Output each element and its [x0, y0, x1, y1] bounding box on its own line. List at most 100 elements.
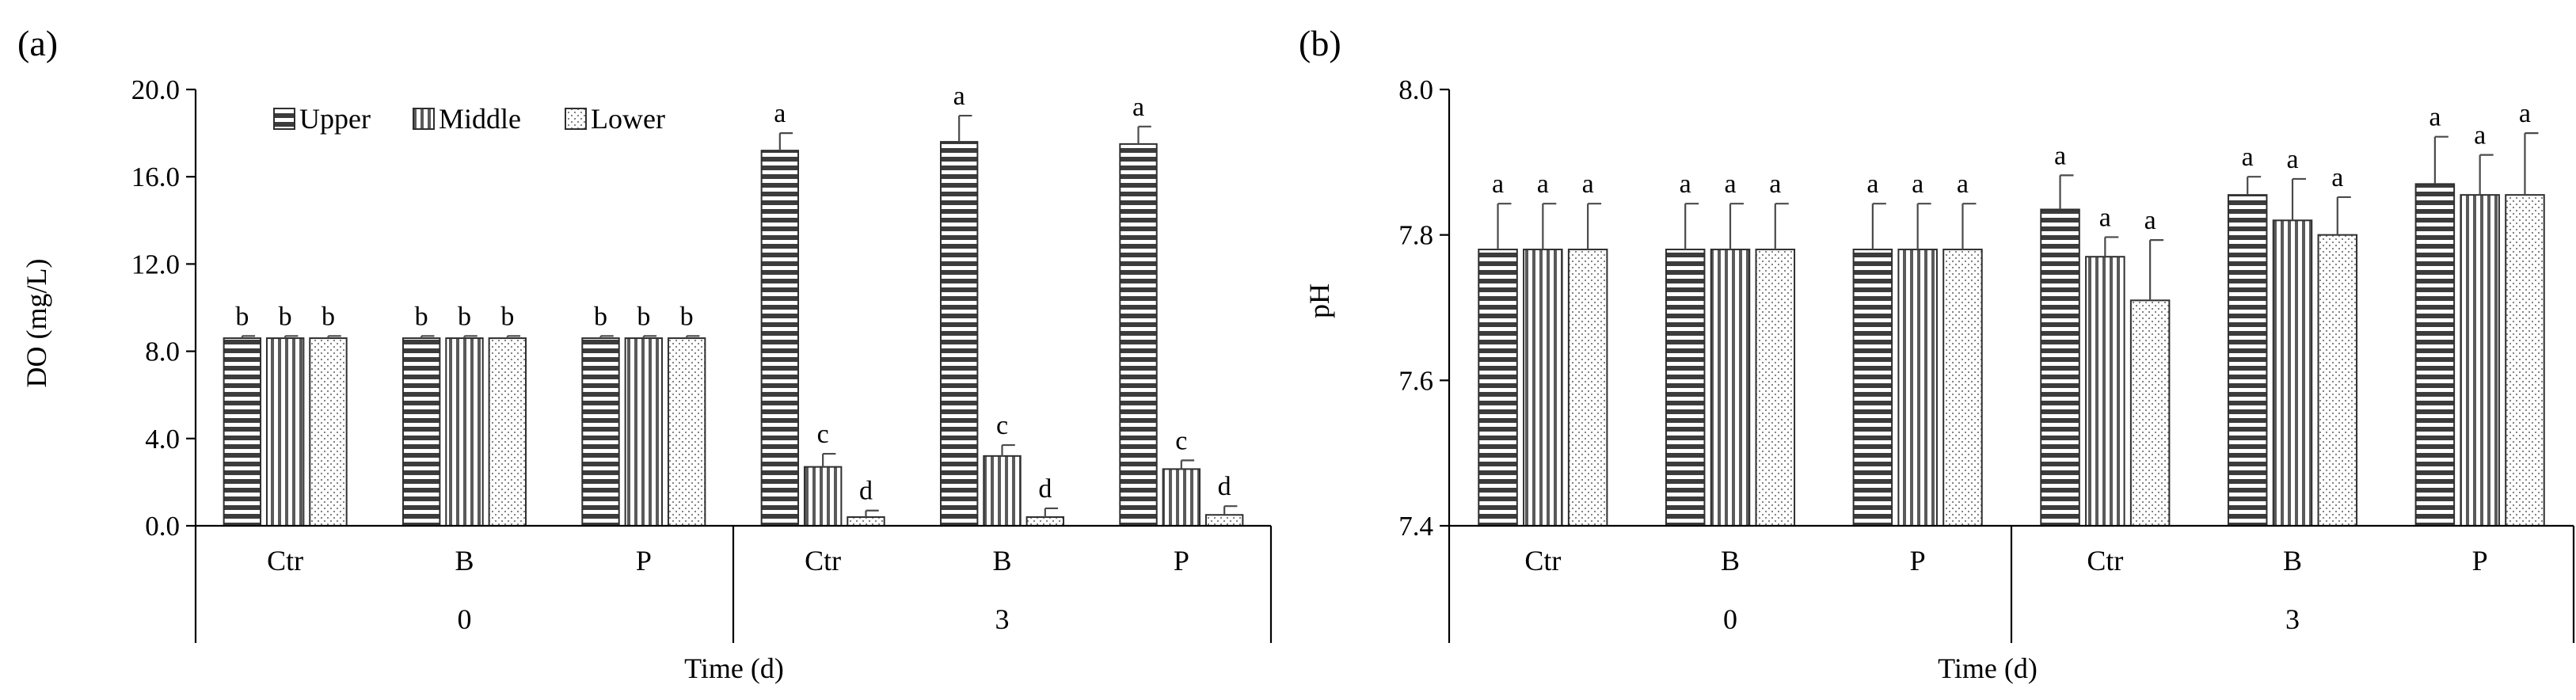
- significance-letter: a: [953, 82, 965, 111]
- bar-middle: [445, 337, 484, 527]
- significance-letter: a: [1492, 169, 1504, 199]
- bar-middle: [803, 466, 843, 527]
- bar-middle: [1162, 468, 1201, 527]
- category-label: B: [992, 545, 1011, 576]
- significance-letter: a: [2519, 99, 2531, 128]
- significance-letter: b: [415, 302, 428, 331]
- significance-letter: b: [279, 302, 292, 331]
- significance-letter: a: [1582, 169, 1594, 199]
- category-label: Ctr: [267, 545, 303, 576]
- significance-letter: a: [2144, 206, 2156, 235]
- y-tick-label: 8.0: [1398, 74, 1433, 105]
- bar-lower: [1755, 249, 1796, 527]
- panel-a-y-ticks: 0.0 4.0 8.0 12.0 16.0 20.0: [131, 74, 197, 542]
- category-label: B: [2283, 545, 2302, 576]
- y-tick-label: 7.4: [1398, 511, 1433, 542]
- panel-a-x-axis-title: Time (d): [684, 652, 784, 684]
- significance-letter: c: [996, 411, 1008, 440]
- group-label: 0: [1723, 603, 1737, 635]
- significance-letter: a: [2286, 145, 2298, 174]
- y-tick-label: 8.0: [145, 337, 180, 367]
- significance-letter: d: [859, 477, 873, 506]
- significance-letter: c: [1175, 426, 1187, 455]
- panel-a: (a) DO (mg/L) Time (d) 0.0 4.0 8.0 12.0 16.0…: [17, 23, 1273, 684]
- significance-letter: c: [817, 420, 829, 449]
- bar-lower: [847, 515, 885, 527]
- significance-letter: b: [594, 302, 607, 331]
- significance-letter: a: [1912, 169, 1923, 199]
- significance-letter: d: [1218, 472, 1231, 501]
- y-tick-label: 0.0: [145, 511, 180, 542]
- panel-b-y-axis-title: pH: [1303, 283, 1335, 318]
- bar-upper: [401, 337, 441, 527]
- legend: Upper Middle Lower: [273, 103, 665, 135]
- significance-letter: a: [1866, 169, 1878, 199]
- panel-b-y-ticks: 7.47.67.88.0: [1398, 74, 1451, 542]
- legend-label-lower: Lower: [591, 103, 665, 135]
- category-label: P: [1174, 545, 1189, 576]
- bar-upper: [2040, 208, 2080, 527]
- bar-upper: [1665, 249, 1706, 527]
- bar-upper: [223, 337, 262, 527]
- bar-lower: [2317, 234, 2358, 527]
- significance-letter: a: [1957, 169, 1969, 199]
- bar-lower: [2505, 194, 2545, 527]
- significance-letter: b: [235, 302, 249, 331]
- significance-letter: a: [2331, 163, 2343, 192]
- significance-letter: a: [1724, 169, 1736, 199]
- panel-a-y-axis-title: DO (mg/L): [21, 259, 52, 388]
- bar-upper: [760, 150, 800, 527]
- significance-letter: a: [2474, 121, 2486, 150]
- significance-letter: a: [2099, 203, 2111, 232]
- legend-swatch-lower: [565, 108, 587, 130]
- bar-middle: [983, 455, 1022, 527]
- bar-upper: [939, 141, 979, 527]
- y-tick-label: 16.0: [131, 162, 180, 192]
- bar-lower: [1942, 249, 1983, 527]
- significance-letter: a: [1769, 169, 1781, 199]
- panel-b-x-axis: Ctr B P 0 Ctr B P 3: [1448, 524, 2575, 643]
- significance-letter: a: [1680, 169, 1691, 199]
- bar-lower: [309, 337, 348, 527]
- significance-letter: a: [1537, 169, 1549, 199]
- y-tick-label: 7.6: [1398, 365, 1433, 396]
- bar-middle: [1897, 249, 1938, 527]
- y-tick-label: 20.0: [131, 74, 180, 105]
- y-tick-label: 4.0: [145, 424, 180, 455]
- panel-b-label: (b): [1299, 23, 1341, 63]
- legend-swatch-upper: [273, 108, 295, 130]
- significance-letter: b: [500, 302, 514, 331]
- bar-lower: [667, 337, 706, 527]
- bar-lower: [1204, 514, 1244, 527]
- bar-middle: [1710, 249, 1751, 527]
- category-label: Ctr: [2087, 545, 2123, 576]
- significance-letter: b: [637, 302, 650, 331]
- category-label: P: [636, 545, 652, 576]
- bar-middle: [1523, 249, 1563, 527]
- category-label: Ctr: [1524, 545, 1561, 576]
- bar-lower: [1567, 249, 1608, 527]
- bar-lower: [1025, 515, 1065, 527]
- panel-a-label: (a): [17, 23, 58, 63]
- bar-middle: [2460, 194, 2500, 527]
- bar-upper: [581, 337, 620, 527]
- category-label: B: [1721, 545, 1740, 576]
- significance-letter: b: [322, 302, 335, 331]
- group-label: 3: [995, 603, 1010, 635]
- y-tick-label: 12.0: [131, 249, 180, 280]
- group-label: 3: [2285, 603, 2300, 635]
- significance-letter: d: [1038, 474, 1052, 504]
- bar-upper: [1852, 249, 1893, 527]
- significance-letter: a: [774, 99, 786, 128]
- significance-letter: a: [2429, 103, 2441, 132]
- bar-upper: [1119, 143, 1158, 527]
- significance-letter: b: [680, 302, 694, 331]
- significance-letter: a: [2242, 143, 2254, 172]
- bar-middle: [265, 337, 305, 527]
- category-label: P: [2472, 545, 2488, 576]
- category-label: P: [1910, 545, 1926, 576]
